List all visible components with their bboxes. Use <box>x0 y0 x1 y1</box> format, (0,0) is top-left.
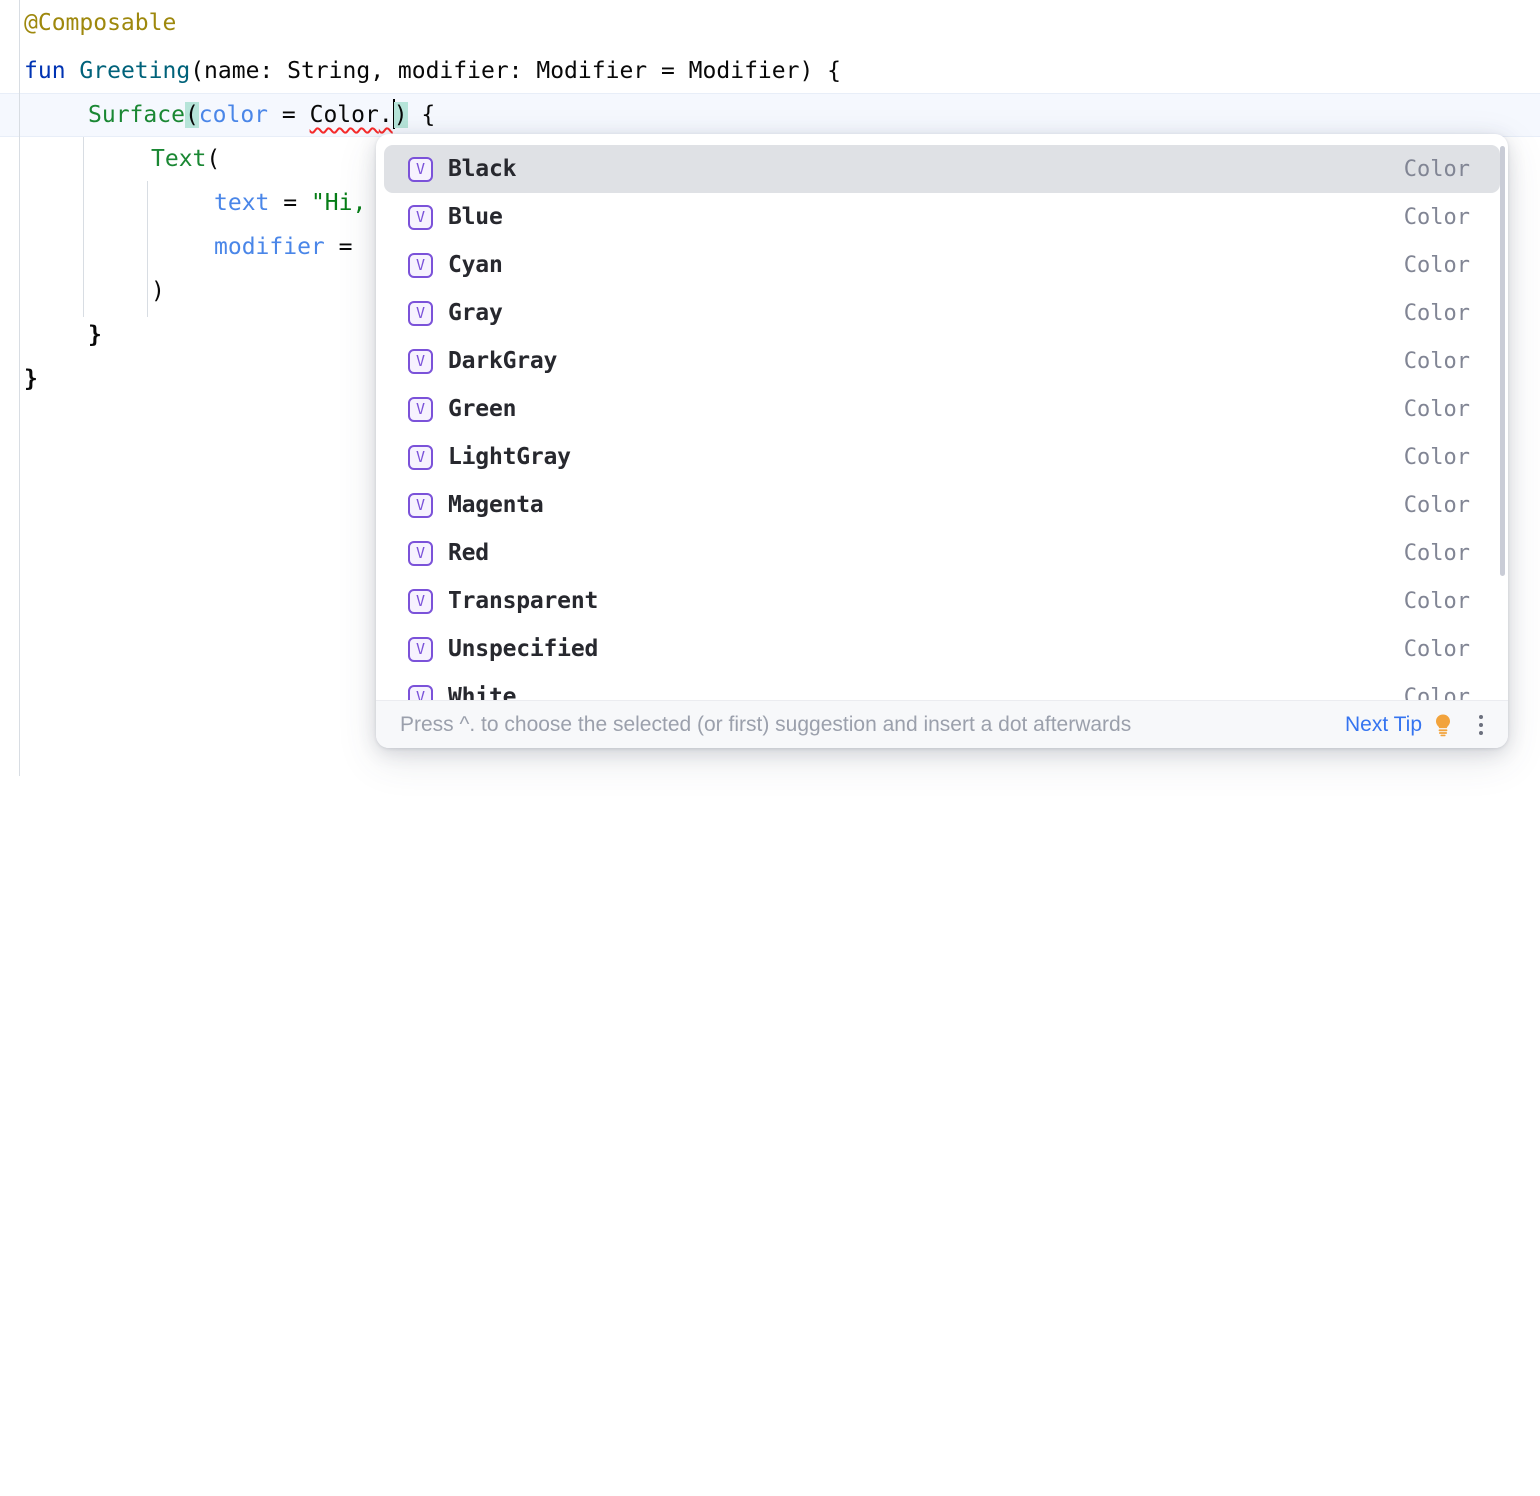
completion-item-type: Color <box>1403 636 1470 662</box>
completion-item-label: Cyan <box>448 252 503 278</box>
completion-item-label: Black <box>448 156 517 182</box>
completion-item-label: DarkGray <box>448 348 558 374</box>
dot-token: . <box>378 102 393 128</box>
signature-token: (name: String, modifier: Modifier = Modi… <box>190 58 842 84</box>
completion-item-type: Color <box>1403 588 1470 614</box>
code-line-4: Text( <box>151 137 220 181</box>
completion-item-label: LightGray <box>448 444 571 470</box>
completion-item-type: Color <box>1403 444 1470 470</box>
close-brace-inner: } <box>88 322 102 348</box>
next-tip-link[interactable]: Next Tip <box>1344 712 1422 736</box>
text-call-token: Text <box>151 146 207 172</box>
completion-item-type: Color <box>1403 540 1470 566</box>
value-icon: V <box>408 444 433 470</box>
named-arg-modifier-token: modifier <box>214 234 325 260</box>
more-options-icon[interactable] <box>1472 714 1490 736</box>
code-line-7: ) <box>151 269 165 313</box>
value-icon: V <box>408 636 433 662</box>
value-icon: V <box>408 300 433 326</box>
value-icon: V <box>408 348 433 374</box>
value-icon: V <box>408 396 433 422</box>
indent-guide <box>83 137 84 317</box>
function-name-token: Greeting <box>79 58 191 84</box>
completion-item-blue[interactable]: V Blue Color <box>384 193 1500 241</box>
code-line-3: Surface(color = Color.) { <box>88 93 435 137</box>
completion-item-label: Blue <box>448 204 503 230</box>
completion-item-cyan[interactable]: V Cyan Color <box>384 241 1500 289</box>
named-arg-text-token: text <box>214 190 270 216</box>
completion-item-white[interactable]: V White Color <box>384 673 1500 700</box>
scrollbar-thumb[interactable] <box>1500 146 1505 576</box>
dot <box>1479 714 1483 719</box>
completion-item-type: Color <box>1403 492 1470 518</box>
text-equals: = <box>269 190 311 216</box>
value-icon: V <box>408 588 433 614</box>
completion-item-lightgray[interactable]: V LightGray Color <box>384 433 1500 481</box>
close-text-paren: ) <box>151 278 165 304</box>
completion-item-label: Green <box>448 396 517 422</box>
matching-bracket-open: ( <box>184 102 199 128</box>
completion-item-type: Color <box>1403 396 1470 422</box>
value-icon: V <box>408 156 433 182</box>
completion-item-label: Transparent <box>448 588 599 614</box>
close-brace-outer: } <box>24 366 38 392</box>
completion-item-label: White <box>448 684 517 700</box>
matching-bracket-close: ) <box>393 102 408 128</box>
annotation-token: @Composable <box>24 10 177 36</box>
completion-item-gray[interactable]: V Gray Color <box>384 289 1500 337</box>
value-icon: V <box>408 684 433 700</box>
named-arg-color-token: color <box>198 102 269 128</box>
completion-item-type: Color <box>1403 156 1470 182</box>
completion-scrollbar[interactable] <box>1500 146 1505 636</box>
lightbulb-icon[interactable] <box>1432 713 1454 737</box>
completion-item-black[interactable]: V Black Color <box>384 145 1500 193</box>
completion-item-label: Gray <box>448 300 503 326</box>
text-open-paren: ( <box>206 146 221 172</box>
dot <box>1479 730 1483 735</box>
keyword-token: fun <box>24 58 66 84</box>
receiver-token: Color <box>309 102 379 128</box>
code-line-6: modifier = <box>214 225 352 269</box>
completion-footer: Press ^. to choose the selected (or firs… <box>376 700 1508 748</box>
completion-hint-text: Press ^. to choose the selected (or firs… <box>400 712 1132 736</box>
equals-token: = <box>268 102 310 128</box>
completion-item-green[interactable]: V Green Color <box>384 385 1500 433</box>
value-icon: V <box>408 252 433 278</box>
completion-item-red[interactable]: V Red Color <box>384 529 1500 577</box>
completion-item-unspecified[interactable]: V Unspecified Color <box>384 625 1500 673</box>
code-line-8: } <box>88 313 102 357</box>
completion-item-magenta[interactable]: V Magenta Color <box>384 481 1500 529</box>
completion-item-label: Magenta <box>448 492 544 518</box>
completion-item-type: Color <box>1403 300 1470 326</box>
completion-item-darkgray[interactable]: V DarkGray Color <box>384 337 1500 385</box>
string-literal-token: "Hi, <box>310 190 367 216</box>
completion-item-label: Red <box>448 540 489 566</box>
lambda-brace-token: { <box>407 102 436 128</box>
completion-item-type: Color <box>1403 348 1470 374</box>
value-icon: V <box>408 540 433 566</box>
value-icon: V <box>408 204 433 230</box>
indent-guide <box>19 0 20 776</box>
code-line-2: fun Greeting(name: String, modifier: Mod… <box>24 49 841 93</box>
space <box>66 58 80 84</box>
code-line-1: @Composable <box>24 1 176 45</box>
indent-guide <box>147 181 148 317</box>
value-icon: V <box>408 492 433 518</box>
code-line-5: text = "Hi, <box>214 181 366 225</box>
dot <box>1479 722 1483 727</box>
modifier-equals: = <box>324 234 353 260</box>
completion-item-type: Color <box>1403 684 1470 701</box>
code-line-9: } <box>24 357 38 401</box>
surface-call-token: Surface <box>88 102 185 128</box>
completion-item-label: Unspecified <box>448 636 599 662</box>
current-line-highlight <box>0 93 1540 137</box>
completion-item-type: Color <box>1403 252 1470 278</box>
completion-item-type: Color <box>1403 204 1470 230</box>
completion-item-transparent[interactable]: V Transparent Color <box>384 577 1500 625</box>
